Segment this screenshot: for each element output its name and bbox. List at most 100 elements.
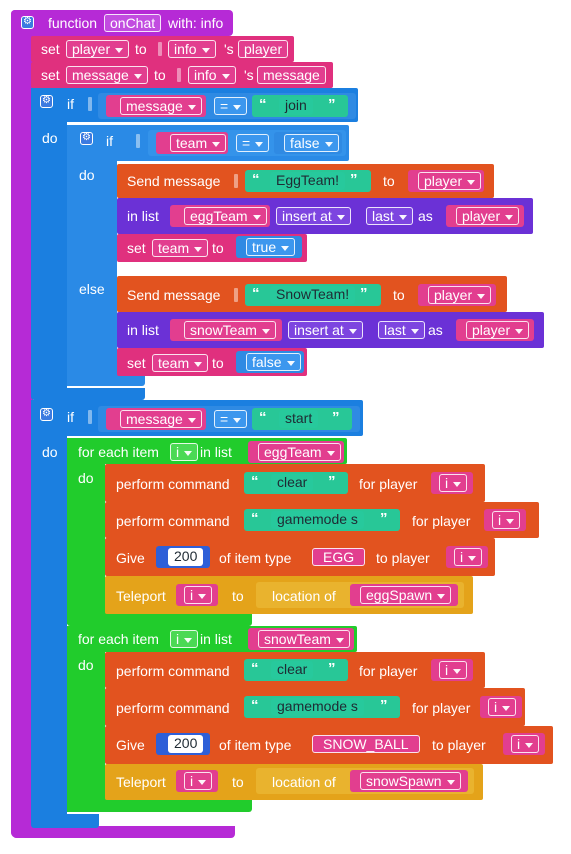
variable-dropdown-player[interactable]: player [66, 40, 130, 58]
text-value-join[interactable]: join [279, 97, 313, 115]
location-of-label: location of [272, 774, 336, 790]
to-keyword: to [232, 588, 244, 604]
variable-dropdown-player[interactable]: player [456, 207, 520, 225]
text-value-start[interactable]: start [279, 410, 319, 428]
variable-dropdown-team[interactable]: team [170, 134, 227, 152]
position-dropdown-last[interactable]: last [366, 207, 413, 225]
insert-mode-dropdown[interactable]: insert at [288, 321, 363, 339]
number-literal[interactable]: 200 [156, 733, 210, 755]
variable-dropdown-team[interactable]: team [152, 354, 209, 372]
variable-dropdown-message[interactable]: message [120, 97, 202, 115]
give-label: Give [116, 550, 145, 566]
variable-dropdown-player[interactable]: player [466, 321, 530, 339]
function-keyword: function [48, 15, 98, 31]
item-type-field[interactable]: EGG [312, 548, 366, 566]
boolean-dropdown-true[interactable]: true [246, 238, 296, 256]
to-player-label: to player [432, 737, 486, 753]
variable-dropdown-team[interactable]: team [152, 239, 209, 257]
number-value[interactable]: 200 [168, 548, 204, 566]
position-dropdown-last[interactable]: last [378, 321, 425, 339]
variable-dropdown-info[interactable]: info [188, 66, 236, 84]
text-value-snowteam[interactable]: SnowTeam! [270, 286, 356, 304]
input-tab [88, 410, 92, 424]
input-tab [234, 174, 238, 188]
to-keyword: to [212, 240, 224, 256]
variable-dropdown-eggteam[interactable]: eggTeam [184, 207, 267, 225]
boolean-dropdown-false[interactable]: false [246, 353, 301, 371]
set-keyword: set [41, 41, 60, 57]
variable-dropdown-i[interactable]: i [439, 661, 468, 679]
operator-dropdown[interactable]: = [214, 410, 248, 428]
perform-command-label: perform command [116, 700, 230, 716]
variable-dropdown-player[interactable]: player [418, 172, 482, 190]
to-keyword: to [154, 67, 166, 83]
number-value[interactable]: 200 [168, 735, 204, 753]
else-keyword: else [79, 281, 105, 297]
variable-dropdown-snowteam[interactable]: snowTeam [258, 630, 350, 648]
text-value-gamemode[interactable]: gamemode s [271, 698, 364, 716]
variable-dropdown-eggteam[interactable]: eggTeam [258, 443, 341, 461]
gear-icon[interactable]: ⚙ [40, 408, 53, 421]
text-value-gamemode[interactable]: gamemode s [271, 511, 364, 529]
variable-dropdown-i[interactable]: i [492, 511, 521, 529]
variable-dropdown-message[interactable]: message [66, 66, 148, 84]
variable-dropdown-player[interactable]: player [428, 286, 492, 304]
operator-dropdown[interactable]: = [236, 134, 270, 152]
if-team-foot [67, 374, 145, 386]
text-value-clear[interactable]: clear [271, 661, 314, 679]
item-type-label: of item type [219, 737, 292, 753]
perform-command-label: perform command [116, 663, 230, 679]
variable-dropdown-i[interactable]: i [454, 548, 483, 566]
do-keyword: do [79, 167, 95, 183]
text-literal[interactable]: “ gamemode s ” [244, 509, 400, 531]
variable-dropdown-i[interactable]: i [184, 586, 213, 604]
set-keyword: set [41, 67, 60, 83]
gear-icon[interactable]: ⚙ [40, 95, 53, 108]
text-literal[interactable]: “ EggTeam! ” [245, 170, 371, 192]
text-literal[interactable]: “ clear ” [244, 659, 348, 681]
variable-dropdown-snowspawn[interactable]: snowSpawn [360, 772, 461, 790]
gear-icon[interactable]: ⚙ [21, 16, 34, 29]
operator-dropdown[interactable]: = [214, 97, 248, 115]
text-literal[interactable]: “ join ” [252, 95, 348, 117]
property-field-player[interactable]: player [238, 40, 289, 58]
loop-variable-dropdown[interactable]: i [170, 630, 199, 648]
text-literal[interactable]: “ SnowTeam! ” [245, 284, 381, 306]
variable-dropdown-i[interactable]: i [488, 698, 517, 716]
if-keyword: if [67, 96, 74, 112]
text-literal[interactable]: “ clear ” [244, 472, 348, 494]
function-params: with: info [168, 15, 224, 31]
variable-dropdown-snowteam[interactable]: snowTeam [184, 321, 276, 339]
send-message-label: Send message [127, 287, 221, 303]
text-literal[interactable]: “ start ” [252, 408, 352, 430]
give-label: Give [116, 737, 145, 753]
set-keyword: set [127, 355, 146, 371]
variable-dropdown-i[interactable]: i [511, 735, 540, 753]
property-field-message[interactable]: message [257, 66, 326, 84]
insert-mode-dropdown[interactable]: insert at [276, 207, 351, 225]
item-type-field[interactable]: SNOW_BALL [312, 735, 420, 753]
input-tab [88, 97, 92, 111]
boolean-dropdown-false[interactable]: false [284, 134, 339, 152]
to-keyword: to [232, 774, 244, 790]
number-literal[interactable]: 200 [156, 546, 210, 568]
in-list-label: in list [127, 208, 159, 224]
loop-variable-dropdown[interactable]: i [170, 443, 199, 461]
for-each-foot [67, 798, 252, 812]
do-keyword: do [42, 444, 58, 460]
input-tab [136, 134, 140, 148]
text-value-clear[interactable]: clear [271, 474, 314, 492]
variable-dropdown-info[interactable]: info [168, 40, 216, 58]
variable-dropdown-i[interactable]: i [184, 772, 213, 790]
variable-dropdown-message[interactable]: message [120, 410, 202, 428]
function-name-field[interactable]: onChat [104, 14, 162, 32]
text-literal[interactable]: “ gamemode s ” [244, 696, 400, 718]
text-value-eggteam[interactable]: EggTeam! [270, 172, 346, 190]
possessive-label: 's [224, 41, 234, 57]
if-join-spine [31, 88, 67, 394]
for-player-label: for player [412, 513, 471, 529]
variable-dropdown-i[interactable]: i [439, 474, 468, 492]
variable-dropdown-eggspawn[interactable]: eggSpawn [360, 586, 452, 604]
do-keyword: do [78, 470, 94, 486]
gear-icon[interactable]: ⚙ [80, 132, 93, 145]
